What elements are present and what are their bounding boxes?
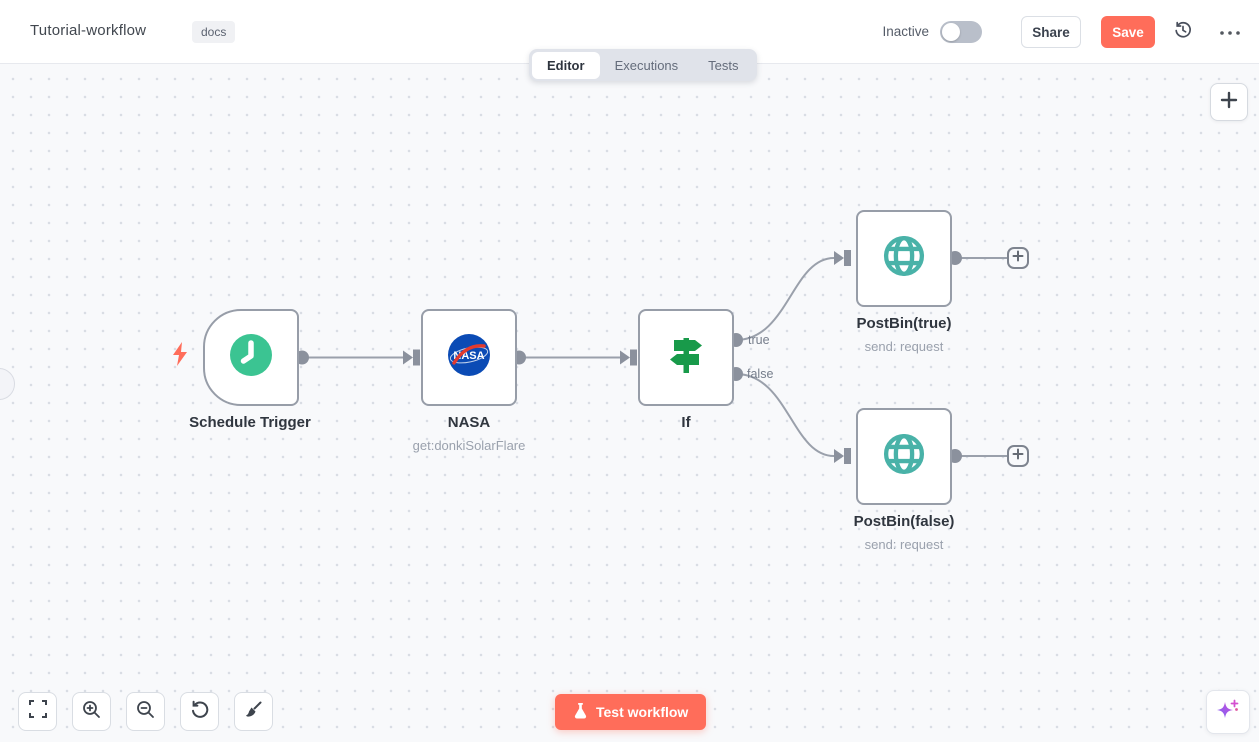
node-label-schedule-trigger: Schedule Trigger bbox=[189, 414, 311, 431]
view-tabs: Editor Executions Tests bbox=[529, 49, 757, 81]
workflow-history-button[interactable] bbox=[1171, 20, 1195, 44]
tab-tests[interactable]: Tests bbox=[708, 57, 739, 73]
globe-icon bbox=[878, 428, 930, 485]
workflow-canvas[interactable] bbox=[0, 64, 1259, 742]
reset-zoom-button[interactable] bbox=[180, 692, 219, 731]
reset-zoom-icon bbox=[190, 700, 209, 724]
workflow-title[interactable]: Tutorial-workflow bbox=[30, 22, 147, 39]
lightning-icon bbox=[170, 341, 190, 372]
fit-view-icon bbox=[28, 700, 47, 723]
plus-icon bbox=[1220, 91, 1238, 114]
node-nasa[interactable]: NASA bbox=[421, 309, 517, 406]
node-label-postbin-true: PostBin(true) bbox=[856, 315, 952, 332]
tidy-up-icon bbox=[244, 700, 263, 724]
output-label-true: true bbox=[748, 333, 770, 347]
plus-icon bbox=[1012, 447, 1024, 465]
test-workflow-button[interactable]: Test workflow bbox=[555, 694, 707, 730]
tab-executions[interactable]: Executions bbox=[614, 57, 679, 73]
history-icon bbox=[1173, 20, 1193, 45]
node-label-nasa: NASA bbox=[447, 414, 491, 431]
workflow-tag[interactable]: docs bbox=[192, 21, 236, 43]
plus-icon bbox=[1012, 249, 1024, 267]
more-icon bbox=[1219, 23, 1241, 41]
toggle-knob bbox=[942, 23, 960, 41]
active-toggle[interactable] bbox=[940, 21, 982, 43]
zoom-out-icon bbox=[136, 700, 155, 724]
zoom-to-fit-button[interactable] bbox=[18, 692, 57, 731]
signpost-icon bbox=[663, 332, 709, 383]
tab-editor[interactable]: Editor bbox=[532, 51, 600, 79]
flask-icon bbox=[573, 702, 588, 722]
share-button[interactable]: Share bbox=[1021, 16, 1081, 48]
globe-icon bbox=[878, 230, 930, 287]
ai-assistant-button[interactable] bbox=[1206, 690, 1250, 734]
node-postbin-false[interactable] bbox=[856, 408, 952, 505]
add-node-button[interactable] bbox=[1210, 83, 1248, 121]
save-button[interactable]: Save bbox=[1101, 16, 1155, 48]
test-workflow-label: Test workflow bbox=[596, 704, 689, 720]
node-schedule-trigger[interactable] bbox=[203, 309, 299, 406]
zoom-in-icon bbox=[82, 700, 101, 724]
sparkle-icon bbox=[1215, 697, 1241, 728]
tidy-up-button[interactable] bbox=[234, 692, 273, 731]
nasa-logo-icon: NASA bbox=[446, 332, 492, 383]
node-sublabel-postbin-true: send: request bbox=[864, 339, 944, 354]
zoom-in-button[interactable] bbox=[72, 692, 111, 731]
node-sublabel-postbin-false: send: request bbox=[864, 537, 944, 552]
zoom-out-button[interactable] bbox=[126, 692, 165, 731]
output-label-false: false bbox=[747, 367, 774, 381]
add-connected-node-button[interactable] bbox=[1007, 445, 1029, 467]
node-label-if: If bbox=[681, 414, 691, 431]
node-label-postbin-false: PostBin(false) bbox=[853, 513, 955, 530]
add-connected-node-button[interactable] bbox=[1007, 247, 1029, 269]
node-if[interactable] bbox=[638, 309, 734, 406]
status-label: Inactive bbox=[882, 24, 929, 39]
clock-icon bbox=[228, 332, 274, 383]
workflow-menu-button[interactable] bbox=[1217, 22, 1243, 42]
node-sublabel-nasa: get:donkiSolarFlare bbox=[412, 438, 526, 453]
node-postbin-true[interactable] bbox=[856, 210, 952, 307]
